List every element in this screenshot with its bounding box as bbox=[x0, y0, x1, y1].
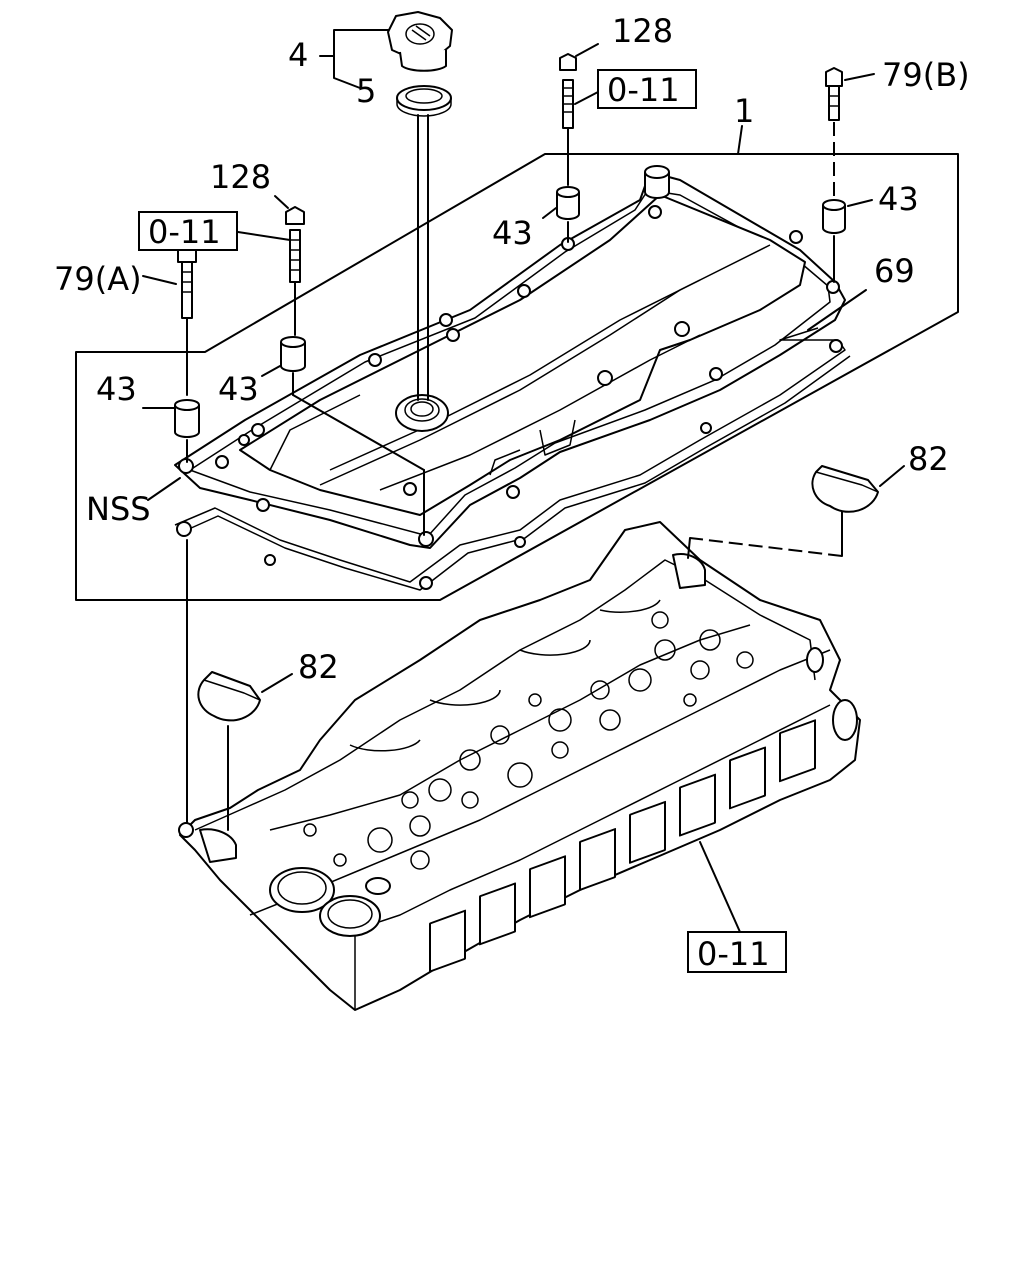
stud-left bbox=[237, 195, 425, 536]
label-ref-top: 0-11 bbox=[607, 71, 680, 109]
leader-ref-bottom bbox=[699, 841, 741, 933]
label-part-69: 69 bbox=[874, 252, 915, 290]
bolt-79b bbox=[822, 67, 875, 283]
cover-gasket bbox=[174, 327, 851, 591]
label-part-128-top: 128 bbox=[612, 12, 673, 50]
half-moon-plug-left bbox=[197, 671, 293, 831]
label-part-43-mid: 43 bbox=[218, 370, 259, 408]
valve-holes bbox=[303, 611, 754, 870]
oil-filler-cap bbox=[387, 11, 453, 72]
label-ref-left: 0-11 bbox=[148, 213, 221, 251]
stud-top-center bbox=[542, 43, 599, 243]
oil-filler-seal bbox=[396, 85, 452, 117]
ref-box-left bbox=[138, 211, 238, 251]
label-part-82-left: 82 bbox=[298, 648, 339, 686]
ref-box-bottom bbox=[687, 931, 787, 973]
leader-69 bbox=[807, 289, 867, 331]
label-ref-bottom: 0-11 bbox=[697, 935, 770, 973]
cover-bolt-holes bbox=[178, 205, 840, 547]
label-part-4: 4 bbox=[288, 36, 308, 74]
label-part-79a: 79(A) bbox=[54, 260, 142, 298]
label-part-5: 5 bbox=[356, 72, 376, 110]
label-part-79b: 79(B) bbox=[882, 56, 970, 94]
label-part-43-left: 43 bbox=[96, 370, 137, 408]
label-part-128-left: 128 bbox=[210, 158, 271, 196]
ref-box-top bbox=[597, 69, 697, 109]
label-part-82-right: 82 bbox=[908, 440, 949, 478]
half-moon-plug-right bbox=[687, 465, 905, 559]
assembly-frame bbox=[75, 125, 959, 601]
label-part-43-top: 43 bbox=[492, 214, 533, 252]
cylinder-head bbox=[178, 521, 861, 1011]
label-part-43-right: 43 bbox=[878, 180, 919, 218]
cylinder-head-cover bbox=[174, 165, 846, 549]
label-nss: NSS bbox=[86, 490, 151, 528]
bolt-79a bbox=[142, 243, 200, 829]
label-part-1: 1 bbox=[734, 92, 754, 130]
intake-ports bbox=[429, 719, 816, 973]
